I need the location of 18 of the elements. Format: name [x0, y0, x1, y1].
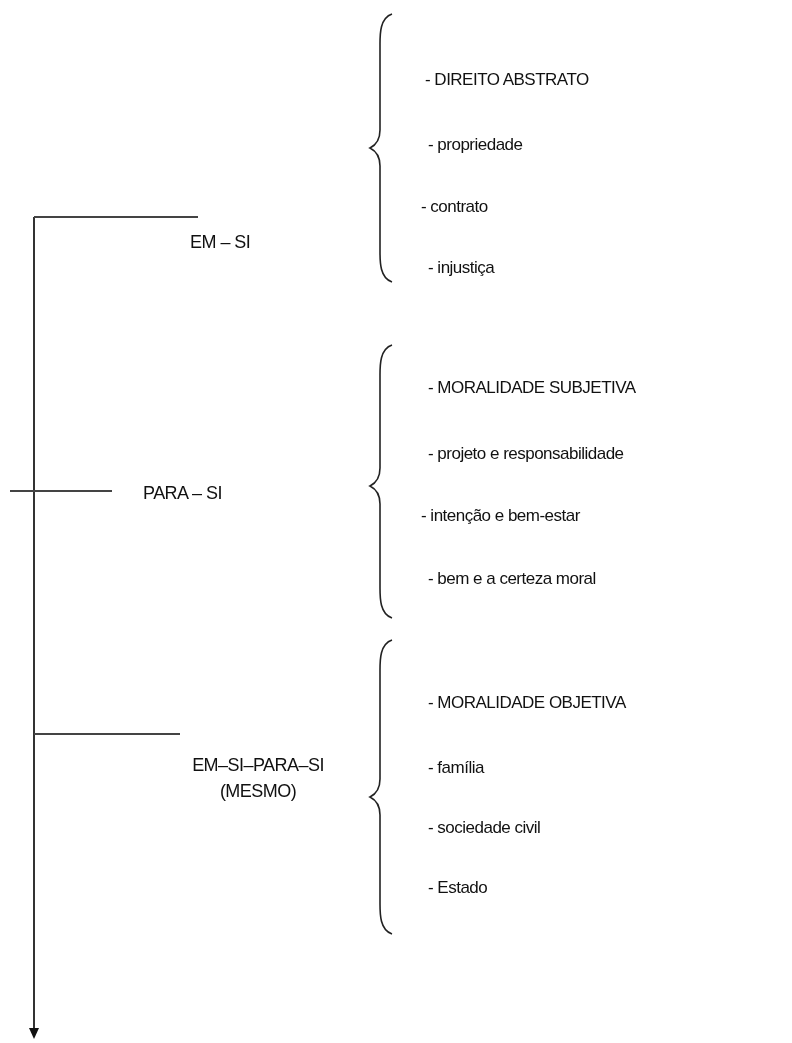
stage-label: EM–SI–PARA–SI (MESMO): [192, 755, 324, 802]
list-item: - DIREITO ABSTRATO: [425, 71, 589, 88]
list-item: - injustiça: [428, 259, 495, 276]
branch-line: [9, 490, 113, 492]
list-item: - bem e a certeza moral: [428, 570, 596, 587]
list-item: - projeto e responsabilidade: [428, 445, 624, 462]
list-item: - contrato: [421, 198, 488, 215]
list-item: - MORALIDADE OBJETIVA: [428, 694, 626, 711]
list-item: - MORALIDADE SUBJETIVA: [428, 379, 636, 396]
stage-label: PARA – SI: [143, 483, 222, 503]
branch-line: [33, 216, 199, 218]
list-item: - Estado: [428, 879, 488, 896]
list-item: - família: [428, 759, 484, 776]
list-item: - propriedade: [428, 136, 523, 153]
list-item: - intenção e bem-estar: [421, 507, 580, 524]
branch-line: [33, 733, 181, 735]
list-item: - sociedade civil: [428, 819, 541, 836]
stage-label: EM – SI: [190, 232, 251, 252]
